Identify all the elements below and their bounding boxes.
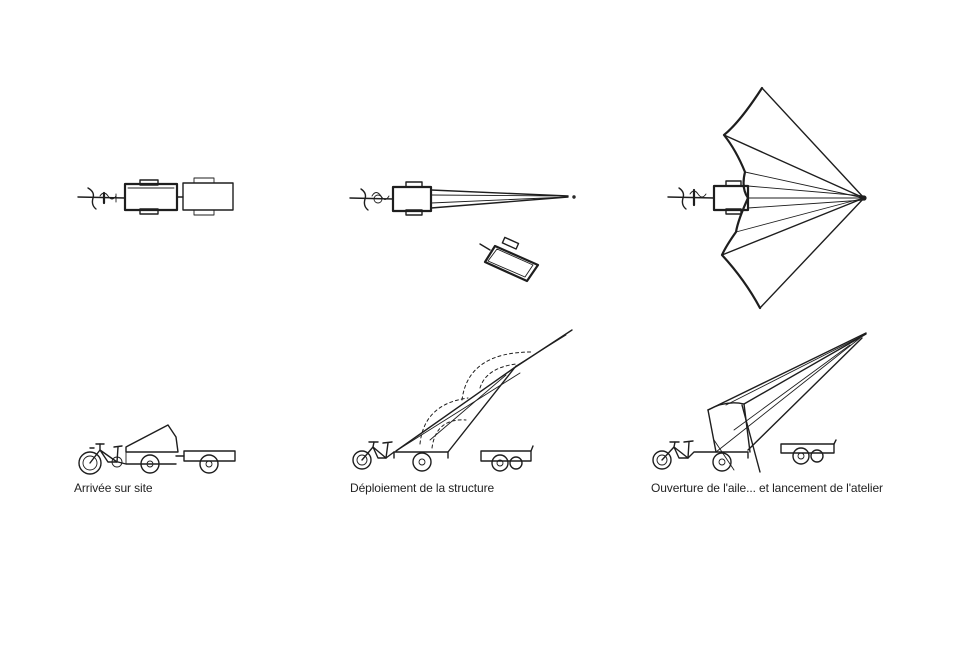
- caption-arrival: Arrivée sur site: [74, 481, 153, 495]
- step3-wing: [720, 86, 867, 310]
- caption-wing-opening: Ouverture de l'aile... et lancement de l…: [651, 481, 883, 495]
- caption-deployment: Déploiement de la structure: [350, 481, 495, 495]
- step3-side-trailer: [780, 439, 837, 465]
- step2-top-bike: [349, 188, 394, 211]
- step3-side-structure: [707, 332, 867, 473]
- step1-side-cargo: [117, 424, 179, 474]
- step2-top-trailer: [479, 236, 540, 283]
- step2-side-trailer: [480, 445, 534, 472]
- step2-top-mast: [430, 189, 576, 209]
- step2-side-cargo: [385, 451, 449, 472]
- step2-mast: [395, 329, 573, 453]
- step3-top-bike: [667, 187, 715, 210]
- step3-side-cargo: [687, 451, 749, 472]
- step2-top-view: [349, 181, 576, 283]
- step1-top-view: [77, 177, 234, 216]
- step2-side-bike: [352, 441, 393, 470]
- step3-side-bike: [652, 440, 694, 470]
- step1-top-cargo: [123, 179, 179, 215]
- step3-side-view: [652, 332, 867, 473]
- step1-side-bike: [78, 443, 123, 475]
- step1-side-view: [78, 424, 236, 475]
- step2-top-cargo: [391, 181, 433, 216]
- step3-top-view: [667, 86, 867, 310]
- step1-side-trailer: [175, 450, 236, 474]
- step1-top-bike: [77, 187, 126, 210]
- step2-side-view: [352, 329, 573, 472]
- step1-top-trailer: [182, 177, 234, 216]
